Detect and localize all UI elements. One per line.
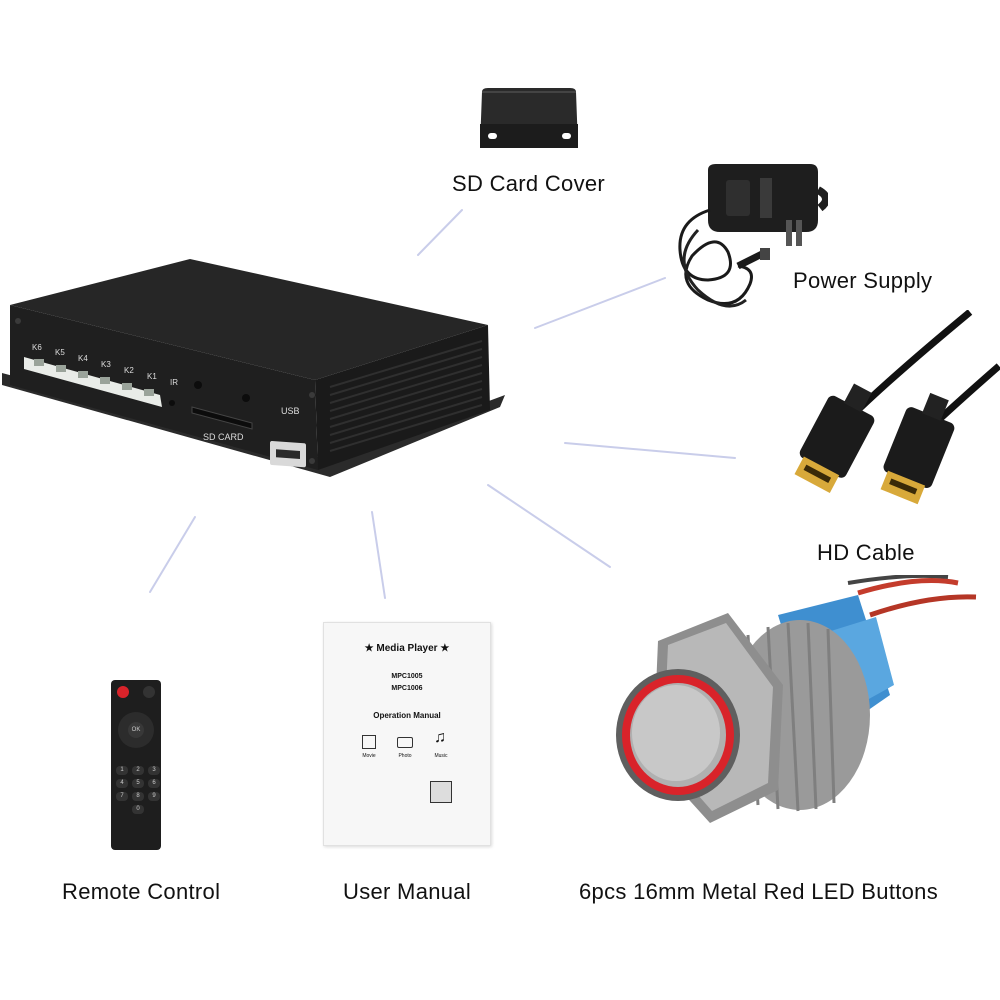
power-icon [117,686,129,698]
key-8: 8 [132,792,144,801]
port-label-k3: K3 [101,360,111,369]
port-label-k2: K2 [124,366,134,375]
manual-title: ★ Media Player ★ [364,643,450,654]
manual-icon-label-photo: Photo [398,753,412,759]
line-to-power-supply [534,277,666,329]
manual-badge [430,781,452,803]
remote-control-label: Remote Control [62,879,221,904]
manual-icon-label-movie: Movie [362,753,376,759]
key-9: 9 [148,792,160,801]
key-7: 7 [116,792,128,801]
user-manual: ★ Media Player ★ MPC1005 MPC1006 Operati… [323,622,491,846]
port-label-ir: IR [170,378,178,387]
media-player-device: K6 K5 K4 K3 K2 K1 IR SD CARD USB [0,255,510,485]
line-to-hd-cable [564,442,736,459]
power-supply-label: Power Supply [793,268,933,293]
sd-card-cover [480,88,578,148]
music-note-icon: ♫ [434,729,446,746]
remote-control: OK 1 2 3 4 5 6 7 8 9 0 [111,680,161,850]
port-label-k1: K1 [147,372,157,381]
mute-key [143,686,155,698]
line-to-sd-cover [417,209,463,256]
line-to-remote [149,516,196,593]
manual-subtitle: Operation Manual [373,711,441,720]
line-to-led-buttons [487,484,611,568]
sd-card-port-label: SD CARD [203,432,244,442]
key-6: 6 [148,779,160,788]
power-supply [678,164,828,308]
manual-model-1: MPC1005 [391,673,423,680]
key-5: 5 [132,779,144,788]
key-0: 0 [132,805,144,814]
usb-port-label: USB [281,406,300,416]
ok-key: OK [128,722,144,738]
key-3: 3 [148,766,160,775]
key-2: 2 [132,766,144,775]
line-to-user-manual [371,511,386,599]
camera-icon [397,737,413,748]
user-manual-label: User Manual [343,879,472,904]
sd-card-cover-label: SD Card Cover [452,171,606,196]
key-4: 4 [116,779,128,788]
led-button [616,575,977,823]
manual-icon-label-music: Music [434,753,448,759]
port-label-k4: K4 [78,354,88,363]
hd-cable-label: HD Cable [817,540,915,565]
led-buttons-label: 6pcs 16mm Metal Red LED Buttons [579,879,939,904]
manual-model-2: MPC1006 [391,685,423,692]
port-label-k5: K5 [55,348,65,357]
device-body [2,259,505,477]
number-keys: 1 2 3 4 5 6 7 8 9 0 [116,766,160,814]
play-icon [362,735,376,749]
key-1: 1 [116,766,128,775]
port-label-k6: K6 [32,343,42,352]
key-spacer [116,805,128,814]
hd-cable [794,310,1000,505]
